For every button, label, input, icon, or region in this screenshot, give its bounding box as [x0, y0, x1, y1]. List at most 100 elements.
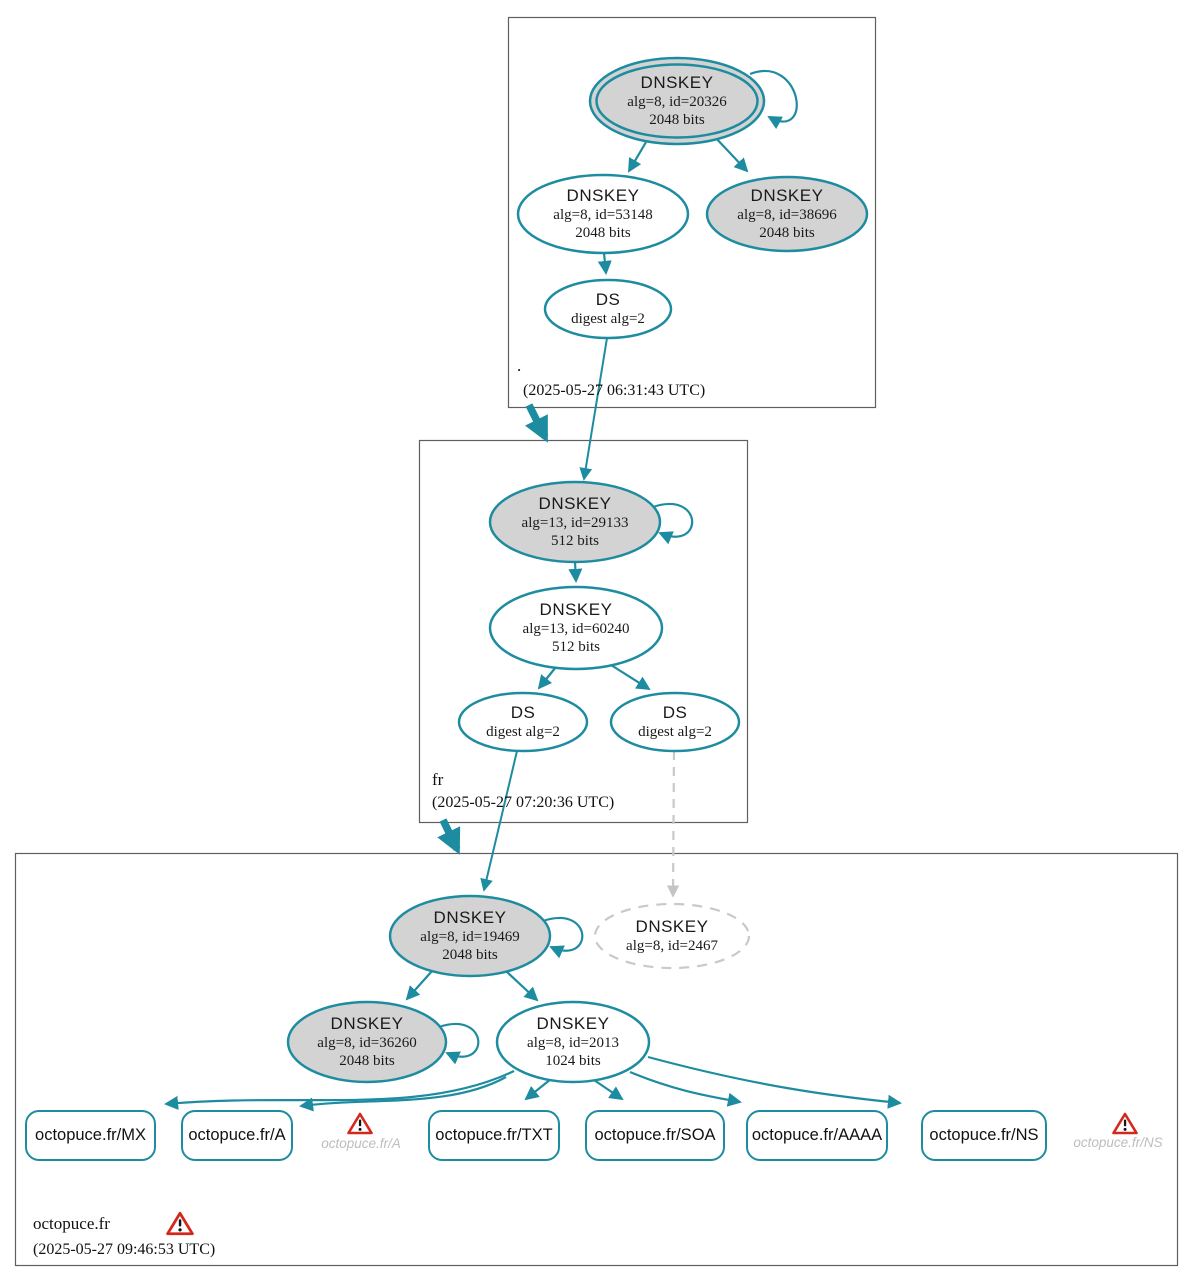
rrset-octopuce-fr-soa[interactable]: octopuce.fr/SOA [585, 1110, 725, 1161]
label-dnskey-2467-missing: DNSKEY alg=8, id=2467 [626, 917, 718, 955]
label-ds-root: DS digest alg=2 [571, 290, 645, 328]
zone-timestamp-root: (2025-05-27 06:31:43 UTC) [523, 382, 706, 399]
node-title: DS [662, 702, 688, 722]
edge-dnskey-2013-to-rrset-soa [593, 1079, 624, 1101]
zone-name-root: . [517, 356, 522, 375]
node-bits: 2048 bits [759, 225, 815, 242]
node-title: DNSKEY [538, 493, 612, 513]
node-dnskey-29133-ksk[interactable] [488, 480, 662, 564]
edge-dnskey-53148-to-ds [597, 252, 612, 275]
node-title: DNSKEY [433, 907, 507, 927]
edge-delegation-fr-to-octopuce [437, 818, 461, 855]
edge-ds-root-to-dnskey-29133 [579, 337, 608, 481]
rrset-label: octopuce.fr/A [188, 1126, 286, 1144]
node-title: DNSKEY [566, 185, 640, 205]
node-bits: 2048 bits [442, 947, 498, 964]
zone-timestamp-octopuce-fr: (2025-05-27 09:46:53 UTC) [33, 1241, 216, 1258]
node-title: DS [595, 289, 621, 309]
node-bits: 2048 bits [575, 225, 631, 242]
edge-delegation-root-to-fr [525, 403, 549, 443]
node-detail: alg=8, id=19469 [420, 929, 520, 946]
node-detail: alg=13, id=60240 [522, 621, 630, 638]
node-ds-fr-1[interactable] [457, 691, 589, 753]
edge-dnskey-19469-to-36260 [405, 970, 433, 1001]
node-dnskey-2013[interactable] [495, 1000, 651, 1084]
node-dnskey-60240[interactable] [488, 585, 664, 671]
edge-dnskey-2013-to-rrset-a [299, 1076, 507, 1112]
node-title: DNSKEY [750, 185, 824, 205]
edge-selfsign-dnskey-20326 [749, 70, 798, 130]
node-title: DNSKEY [536, 1013, 610, 1033]
node-dnskey-20326-ksk[interactable] [588, 56, 766, 146]
node-detail: digest alg=2 [486, 724, 560, 741]
edge-dnskey-60240-to-ds2 [610, 664, 651, 691]
edge-dnskey-29133-to-60240 [568, 561, 583, 583]
node-bits: 2048 bits [339, 1053, 395, 1070]
rrset-octopuce-fr-a[interactable]: octopuce.fr/A [181, 1110, 293, 1161]
node-title: DNSKEY [640, 72, 714, 92]
rrset-label: octopuce.fr/NS [929, 1126, 1039, 1144]
node-dnskey-36260-ksk[interactable] [286, 1000, 448, 1084]
zone-name-fr: fr [432, 770, 444, 789]
edge-selfsign-dnskey-29133 [652, 503, 694, 545]
edge-dnskey-19469-to-2013 [506, 971, 539, 1002]
rrset-octopuce-fr-ns[interactable]: octopuce.fr/NS [921, 1110, 1047, 1161]
label-dnskey-36260: DNSKEY alg=8, id=36260 2048 bits [317, 1014, 416, 1070]
node-bits: 512 bits [552, 639, 600, 656]
edge-dnskey-2013-to-rrset-aaaa [629, 1070, 742, 1107]
label-dnskey-2013: DNSKEY alg=8, id=2013 1024 bits [527, 1014, 619, 1070]
node-bits: 1024 bits [545, 1053, 601, 1070]
warning-triangle-icon[interactable] [347, 1112, 373, 1135]
rrset-octopuce-fr-aaaa[interactable]: octopuce.fr/AAAA [746, 1110, 888, 1161]
node-title: DS [510, 702, 536, 722]
warning-triangle-icon[interactable] [166, 1211, 194, 1236]
node-dnskey-2467-missing[interactable] [593, 902, 751, 970]
edge-selfsign-dnskey-19469 [542, 917, 584, 959]
edge-dnskey-20326-to-53148 [628, 136, 650, 173]
label-dnskey-38696: DNSKEY alg=8, id=38696 2048 bits [737, 186, 836, 242]
label-dnskey-60240: DNSKEY alg=13, id=60240 512 bits [523, 600, 630, 656]
node-bits: 2048 bits [649, 112, 705, 129]
rrset-label: octopuce.fr/SOA [594, 1126, 716, 1144]
edge-dnskey-60240-to-ds1 [537, 666, 557, 690]
node-detail: digest alg=2 [571, 311, 645, 328]
edge-ds-fr-to-dnskey-2467-missing [666, 750, 680, 898]
edge-selfsign-dnskey-36260 [438, 1023, 480, 1065]
edge-dnskey-2013-to-rrset-mx [164, 1070, 515, 1110]
node-detail: alg=13, id=29133 [521, 515, 629, 532]
warning-triangle-icon[interactable] [1112, 1112, 1138, 1135]
zone-timestamp-fr: (2025-05-27 07:20:36 UTC) [432, 794, 615, 811]
node-dnskey-38696[interactable] [705, 175, 869, 253]
label-ds-fr-2: DS digest alg=2 [638, 703, 712, 741]
node-detail: alg=8, id=38696 [737, 207, 837, 224]
node-detail: alg=8, id=36260 [317, 1035, 417, 1052]
label-dnskey-29133: DNSKEY alg=13, id=29133 512 bits [522, 494, 629, 550]
warning-label-octopuce-fr-a: octopuce.fr/A [321, 1136, 401, 1151]
edge-ds-fr-to-dnskey-19469 [480, 750, 518, 892]
label-dnskey-53148: DNSKEY alg=8, id=53148 2048 bits [553, 186, 652, 242]
label-dnskey-19469: DNSKEY alg=8, id=19469 2048 bits [420, 908, 519, 964]
node-dnskey-19469-ksk[interactable] [388, 894, 552, 978]
rrset-octopuce-fr-mx[interactable]: octopuce.fr/MX [25, 1110, 156, 1161]
label-ds-fr-1: DS digest alg=2 [486, 703, 560, 741]
node-bits: 512 bits [551, 533, 599, 550]
node-detail: alg=8, id=2013 [527, 1035, 619, 1052]
node-detail: digest alg=2 [638, 724, 712, 741]
node-title: DNSKEY [539, 599, 613, 619]
rrset-octopuce-fr-txt[interactable]: octopuce.fr/TXT [428, 1110, 560, 1161]
edge-dnskey-20326-to-38696 [712, 134, 749, 173]
node-dnskey-53148[interactable] [516, 173, 690, 255]
rrset-label: octopuce.fr/AAAA [751, 1126, 883, 1144]
node-title: DNSKEY [635, 916, 709, 936]
rrset-label: octopuce.fr/TXT [435, 1126, 553, 1144]
label-dnskey-20326: DNSKEY alg=8, id=20326 2048 bits [627, 73, 726, 129]
node-ds-fr-2[interactable] [609, 691, 741, 753]
node-detail: alg=8, id=2467 [626, 938, 718, 955]
node-ds-root[interactable] [543, 278, 673, 340]
warning-label-octopuce-fr-ns: octopuce.fr/NS [1073, 1135, 1163, 1150]
rrset-label: octopuce.fr/MX [35, 1126, 146, 1144]
node-title: DNSKEY [330, 1013, 404, 1033]
edge-dnskey-2013-to-rrset-txt [524, 1078, 552, 1101]
